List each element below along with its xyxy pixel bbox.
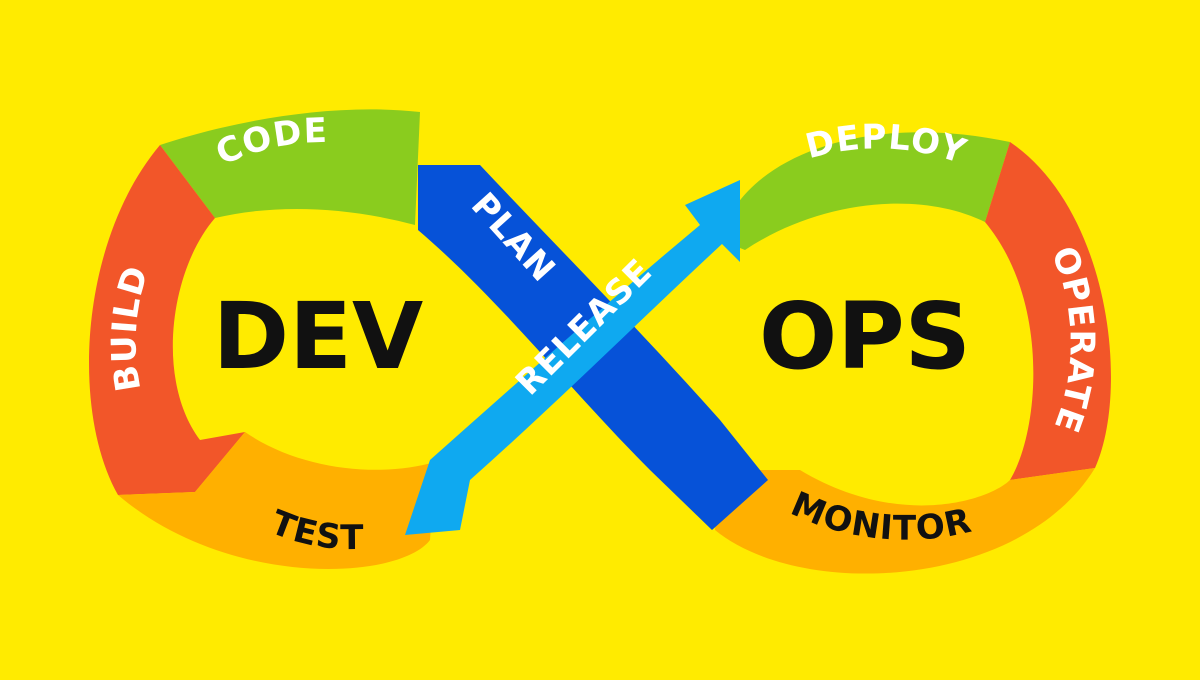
segment-test — [118, 432, 435, 569]
label-dev: DEV — [213, 283, 423, 390]
segment-release — [405, 180, 740, 535]
label-ops: OPS — [759, 283, 971, 390]
segment-code — [160, 109, 420, 225]
segment-deploy — [720, 132, 1010, 250]
segment-monitor — [715, 468, 1095, 574]
segment-build — [89, 145, 245, 495]
segment-operate — [985, 142, 1111, 480]
